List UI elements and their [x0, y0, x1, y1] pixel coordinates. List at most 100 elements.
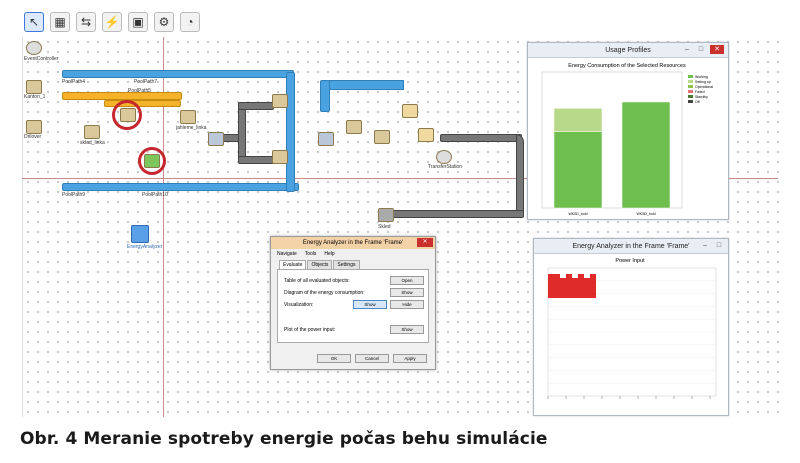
energy-icon[interactable]: ⚡ — [102, 12, 122, 32]
layout-icon[interactable]: ▣ — [128, 12, 148, 32]
conveyor-lower-branch[interactable] — [238, 156, 274, 164]
minimize-icon[interactable]: – — [703, 242, 707, 249]
conveyor-to-store[interactable] — [440, 134, 522, 142]
usage-profiles-window[interactable]: Usage Profiles – □ ✕ Energy Consumption … — [527, 42, 729, 220]
energy-analyzer-label: EnergyAnalyzer — [127, 244, 163, 250]
station-drilover[interactable] — [26, 120, 42, 134]
clock-icon[interactable]: ◔ — [180, 12, 200, 32]
maximize-icon[interactable]: □ — [716, 242, 722, 249]
power-bar — [584, 278, 590, 298]
conveyor-top-right-vertical[interactable] — [320, 80, 330, 112]
row-label: Plot of the power input: — [284, 326, 336, 333]
close-icon[interactable]: ✕ — [710, 45, 724, 54]
legend-label: Operational — [695, 85, 713, 89]
cancel-button[interactable]: Cancel — [355, 354, 389, 363]
open-table-button[interactable]: Open — [390, 276, 424, 285]
frame-origin-vertical-line — [163, 37, 164, 417]
station-kanton2[interactable] — [402, 104, 418, 118]
row-diagram: Diagram of the energy consumption: Show — [284, 288, 424, 297]
menu-help[interactable]: Help — [324, 250, 335, 257]
station-merosuroveho[interactable] — [208, 132, 224, 146]
row-label: Visualization: — [284, 301, 314, 308]
station-transfer[interactable] — [436, 150, 452, 164]
tab-objects[interactable]: Objects — [307, 260, 333, 269]
row-table: Table of all evaluated objects: Open — [284, 276, 424, 285]
dialog-tabs: Evaluate Objects Settings — [279, 260, 435, 269]
station-kanton1[interactable] — [26, 80, 42, 94]
show-visualization-button[interactable]: Show — [353, 300, 387, 309]
station-robot-skladn[interactable] — [374, 130, 390, 144]
station-pripravy[interactable] — [418, 128, 434, 142]
pointer-icon[interactable]: ↖ — [24, 12, 44, 32]
station-label: sklad_linka — [80, 140, 105, 146]
conveyor-bottom[interactable] — [386, 210, 524, 218]
station-vyrobie2[interactable] — [272, 150, 288, 164]
figure-caption: Obr. 4 Meranie spotreby energie počas be… — [20, 429, 548, 449]
conveyor-down[interactable] — [516, 134, 524, 218]
legend-label: Failed — [695, 90, 705, 94]
station-buferat[interactable] — [346, 120, 362, 134]
dialog-menubar: Navigate Tools Help — [271, 249, 435, 258]
bar — [621, 101, 671, 209]
ok-button[interactable]: OK — [317, 354, 351, 363]
menu-navigate[interactable]: Navigate — [277, 250, 297, 257]
legend-swatch — [688, 85, 693, 88]
event-controller-label: EventController — [24, 56, 59, 62]
minimize-icon[interactable]: – — [685, 46, 689, 53]
chart-title: Energy Consumption of the Selected Resou… — [568, 63, 686, 69]
power-input-titlebar[interactable]: Energy Analyzer in the Frame 'Frame' – □ — [534, 239, 728, 254]
conveyor-poolpath9[interactable] — [62, 183, 299, 191]
power-bar — [554, 274, 560, 298]
window-title: Energy Analyzer in the Frame 'Frame' — [572, 242, 690, 250]
usage-profiles-titlebar[interactable]: Usage Profiles – □ ✕ — [528, 43, 728, 58]
energy-analyzer-icon[interactable] — [131, 225, 149, 243]
close-icon[interactable]: ✕ — [417, 238, 433, 247]
row-label: Table of all evaluated objects: — [284, 277, 350, 284]
tab-evaluate[interactable]: Evaluate — [279, 260, 307, 269]
conveyor-icon[interactable]: ⇆ — [76, 12, 96, 32]
power-input-window[interactable]: Energy Analyzer in the Frame 'Frame' – □… — [533, 238, 729, 416]
station-sklad[interactable] — [378, 208, 394, 222]
station-label: Skled — [378, 224, 391, 230]
legend-label: Off — [695, 100, 700, 104]
bar — [553, 131, 603, 209]
menu-tools[interactable]: Tools — [304, 250, 317, 257]
conveyor-line2[interactable] — [238, 102, 246, 162]
dialog-titlebar[interactable]: Energy Analyzer in the Frame 'Frame' ✕ — [271, 237, 435, 249]
station-label: TransferStation — [428, 164, 462, 170]
conveyor-label: PoolPath10 — [142, 192, 168, 198]
conveyor-vertical[interactable] — [286, 72, 295, 192]
conveyor-label: PoolPath9 — [62, 192, 86, 198]
settings-icon[interactable]: ⚙ — [154, 12, 174, 32]
legend-swatch — [688, 75, 693, 78]
row-label: Diagram of the energy consumption: — [284, 289, 365, 296]
station-sklad-linka[interactable] — [84, 125, 100, 139]
maximize-icon[interactable]: □ — [698, 46, 704, 53]
tab-settings[interactable]: Settings — [333, 260, 360, 269]
evaluate-panel: Table of all evaluated objects: Open Dia… — [277, 269, 429, 343]
dialog-footer: OK Cancel Apply — [317, 354, 427, 363]
row-visualization: Visualization: Show Hide — [284, 300, 424, 309]
power-bar — [590, 274, 596, 298]
power-bar — [560, 278, 566, 298]
station-vyrobie1[interactable] — [272, 94, 288, 108]
apply-button[interactable]: Apply — [393, 354, 427, 363]
show-diagram-button[interactable]: Show — [390, 288, 424, 297]
station-jahleme[interactable] — [180, 110, 196, 124]
dialog-title: Energy Analyzer in the Frame 'Frame' — [302, 240, 404, 246]
network-icon[interactable]: ▦ — [50, 12, 70, 32]
station-aplikato[interactable] — [318, 132, 334, 146]
station-label: Drilover — [24, 134, 42, 140]
hide-visualization-button[interactable]: Hide — [390, 300, 424, 309]
conveyor-poolpath6[interactable] — [104, 100, 181, 107]
event-controller-icon[interactable] — [26, 41, 42, 55]
highlight-circle-robot — [112, 100, 142, 130]
conveyor-poolpath4[interactable] — [62, 70, 294, 78]
power-bar — [572, 278, 578, 298]
energy-analyzer-dialog[interactable]: Energy Analyzer in the Frame 'Frame' ✕ N… — [270, 236, 436, 370]
row-plot: Plot of the power input: Show — [284, 325, 424, 334]
conveyor-top-right[interactable] — [320, 80, 404, 90]
conveyor-upper-branch[interactable] — [238, 102, 274, 110]
show-plot-button[interactable]: Show — [390, 325, 424, 334]
conveyor-poolpath5[interactable] — [62, 92, 182, 100]
